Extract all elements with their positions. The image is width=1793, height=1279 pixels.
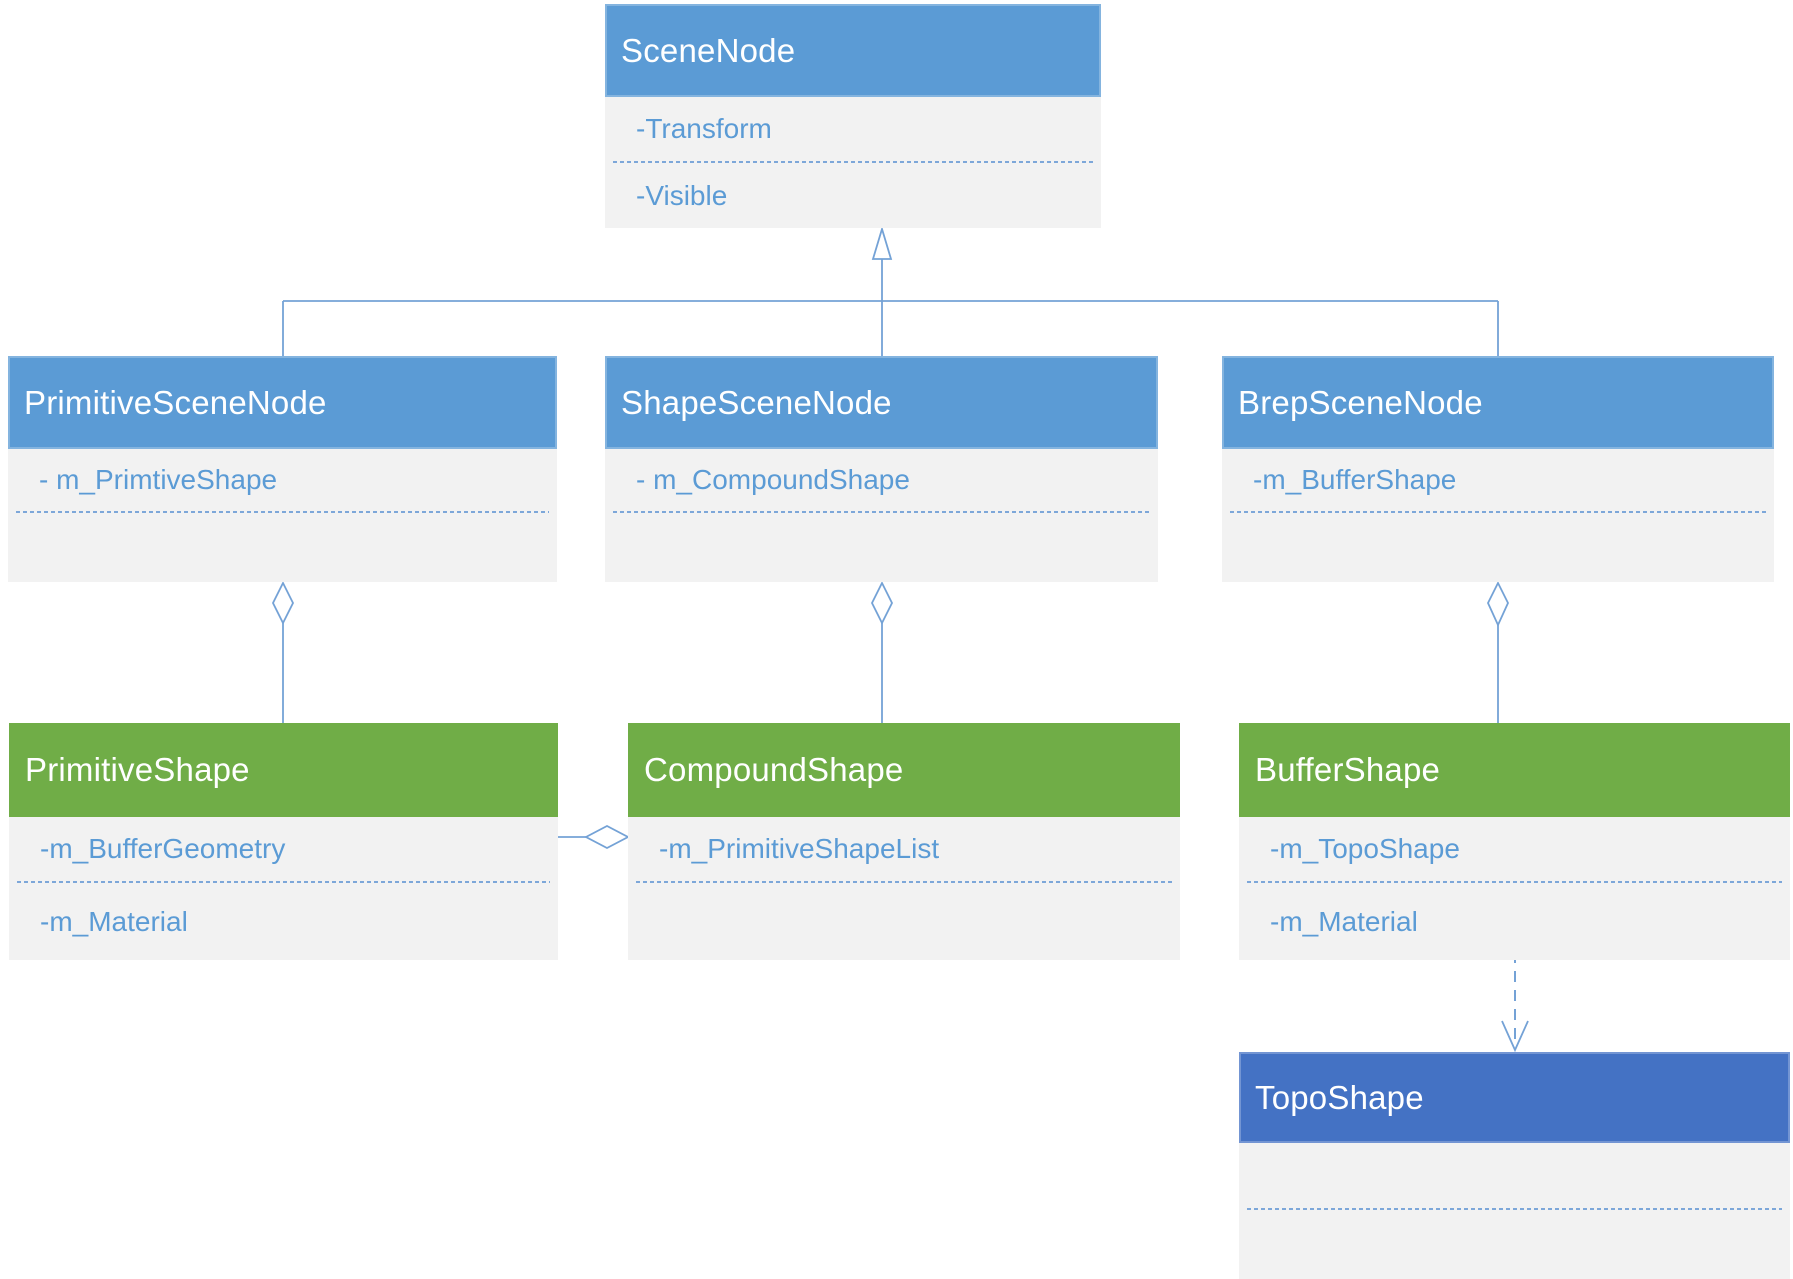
class-body-buffershape: -m_TopoShape -m_Material xyxy=(1239,817,1790,960)
class-title-shapescenenode: ShapeSceneNode xyxy=(605,356,1158,449)
compartment-divider xyxy=(16,511,549,513)
inheritance-triangle-marker xyxy=(871,225,893,260)
class-body-primitiveshape: -m_BufferGeometry -m_Material xyxy=(9,817,558,960)
class-body-toposhape xyxy=(1239,1143,1790,1279)
class-box-brepscenenode: BrepSceneNode -m_BufferShape xyxy=(1222,356,1774,582)
attribute-visible: -Visible xyxy=(636,179,728,211)
empty-compartment xyxy=(605,513,1158,582)
attribute-m-primitiveshapelist: -m_PrimitiveShapeList xyxy=(659,833,940,864)
class-box-compoundshape: CompoundShape -m_PrimitiveShapeList xyxy=(628,723,1180,960)
class-box-primitivescenenode: PrimitiveSceneNode - m_PrimtiveShape xyxy=(8,356,557,582)
aggregation-diamond-primitivescenenode xyxy=(271,580,295,626)
empty-compartment xyxy=(1239,1210,1790,1279)
attribute-m-primtiveshape: - m_PrimtiveShape xyxy=(39,464,278,495)
class-title-buffershape: BufferShape xyxy=(1239,723,1790,817)
empty-compartment xyxy=(1239,1143,1790,1208)
dependency-open-arrowhead xyxy=(1501,1020,1529,1053)
compartment-divider xyxy=(613,511,1150,513)
empty-compartment xyxy=(628,883,1180,960)
aggregation-diamond-shapescenenode xyxy=(870,580,894,626)
class-body-shapescenenode: - m_CompoundShape xyxy=(605,449,1158,582)
class-title-scenenode: SceneNode xyxy=(605,4,1101,97)
attribute-m-material: -m_Material xyxy=(1270,905,1418,937)
empty-compartment xyxy=(1222,513,1774,582)
compartment-divider xyxy=(1247,881,1782,883)
class-box-buffershape: BufferShape -m_TopoShape -m_Material xyxy=(1239,723,1790,960)
compartment-divider xyxy=(636,881,1172,883)
class-box-shapescenenode: ShapeSceneNode - m_CompoundShape xyxy=(605,356,1158,582)
class-title-brepscenenode: BrepSceneNode xyxy=(1222,356,1774,449)
class-title-toposhape: TopoShape xyxy=(1239,1052,1790,1143)
class-body-primitivescenenode: - m_PrimtiveShape xyxy=(8,449,557,582)
empty-compartment xyxy=(8,513,557,582)
class-title-compoundshape: CompoundShape xyxy=(628,723,1180,817)
class-box-scenenode: SceneNode -Transform -Visible xyxy=(605,4,1101,228)
compartment-divider xyxy=(17,881,550,883)
attribute-m-toposhape: -m_TopoShape xyxy=(1270,833,1460,864)
class-body-compoundshape: -m_PrimitiveShapeList xyxy=(628,817,1180,960)
attribute-m-buffershape: -m_BufferShape xyxy=(1253,464,1457,495)
class-body-scenenode: -Transform -Visible xyxy=(605,97,1101,228)
attribute-m-buffergeometry: -m_BufferGeometry xyxy=(40,833,286,864)
class-title-primitiveshape: PrimitiveShape xyxy=(9,723,558,817)
aggregation-diamond-compoundshape xyxy=(584,824,630,850)
class-title-primitivescenenode: PrimitiveSceneNode xyxy=(8,356,557,449)
class-box-toposhape: TopoShape xyxy=(1239,1052,1790,1279)
compartment-divider xyxy=(1230,511,1766,513)
attribute-m-compoundshape: - m_CompoundShape xyxy=(636,464,910,495)
class-box-primitiveshape: PrimitiveShape -m_BufferGeometry -m_Mate… xyxy=(9,723,558,960)
aggregation-diamond-brepscenenode xyxy=(1487,580,1509,628)
attribute-m-material: -m_Material xyxy=(40,905,188,937)
compartment-divider xyxy=(1247,1208,1782,1210)
attribute-transform: -Transform xyxy=(636,113,772,144)
class-body-brepscenenode: -m_BufferShape xyxy=(1222,449,1774,582)
compartment-divider xyxy=(613,161,1093,163)
